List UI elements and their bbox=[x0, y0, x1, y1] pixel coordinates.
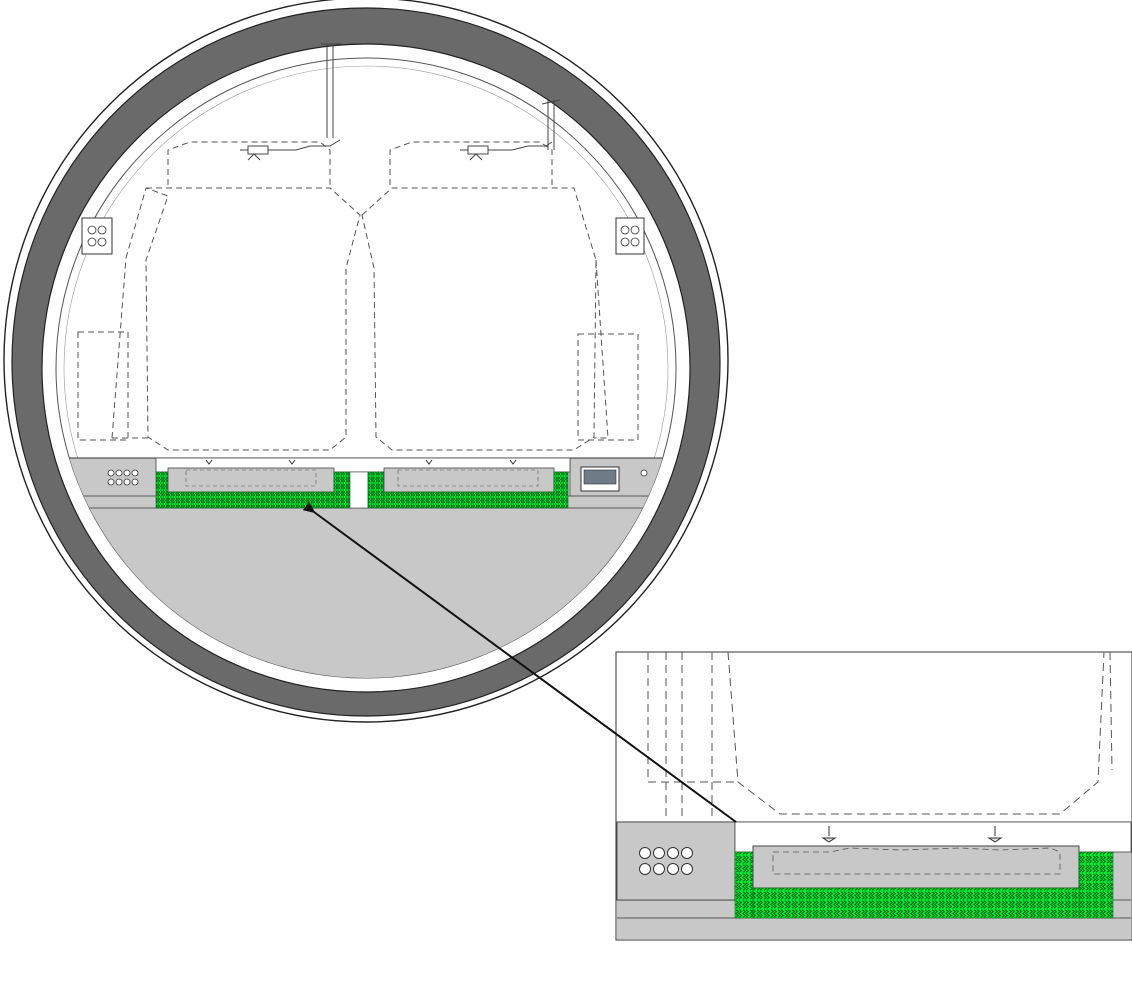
drainage-box-right bbox=[569, 458, 648, 496]
signal-box-left bbox=[81, 217, 113, 255]
cable-duct-left bbox=[107, 469, 139, 486]
detail-inset bbox=[615, 651, 1132, 941]
callout-arrow bbox=[314, 512, 737, 823]
track-slab-main bbox=[155, 457, 571, 509]
signal-box-right bbox=[615, 217, 645, 255]
vehicle-gauge-outlines bbox=[77, 141, 639, 451]
overhead-catenary bbox=[240, 43, 561, 161]
